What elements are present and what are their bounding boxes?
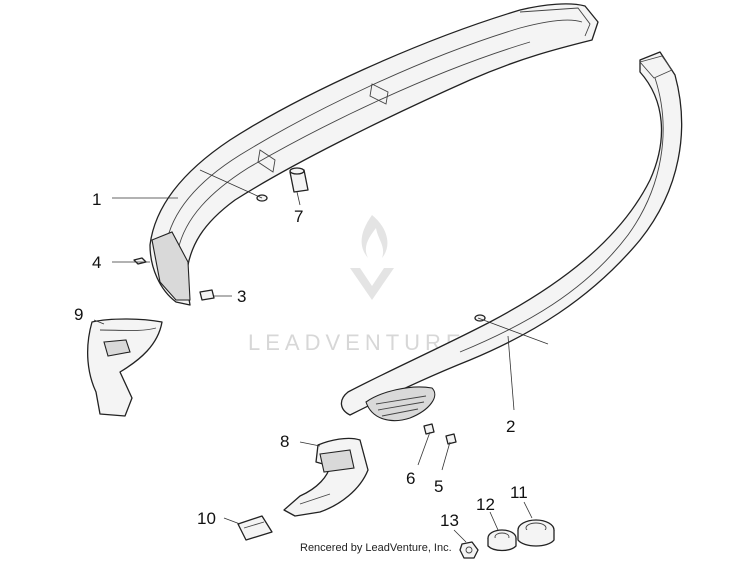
part-2-right-side-panel [340,51,683,422]
callout-2: 2 [506,417,515,436]
part-10-pad [237,515,273,541]
render-credit: Rencered by LeadVenture, Inc. [300,542,452,554]
callout-3: 3 [237,287,246,306]
part-6-clip-nut [423,423,435,435]
callout-12: 12 [476,495,495,514]
part-9-front-bracket [87,318,163,417]
part-11-grommet [517,519,555,547]
part-7-spacer [289,167,309,193]
part-1-left-side-panel [149,3,599,306]
part-3-clip [199,289,215,301]
callout-10: 10 [197,509,216,528]
callout-9: 9 [74,305,83,324]
callout-13: 13 [440,511,459,530]
watermark-brand-text: LEADVENTURE [248,330,466,355]
part-5-screw [445,433,457,445]
callout-11: 11 [510,483,528,502]
callout-7: 7 [294,207,303,226]
leader-lines [93,169,549,543]
callout-5: 5 [434,477,443,496]
callout-8: 8 [280,432,289,451]
part-13-nut [459,541,479,559]
callout-1: 1 [92,190,101,209]
flame-v-logo-icon [350,215,394,300]
callout-labels: 1 4 3 7 9 2 8 10 6 5 11 12 13 [74,190,528,530]
callout-4: 4 [92,253,101,272]
part-4-screw [133,257,147,265]
leadventure-watermark: LEADVENTURE [248,215,466,355]
callout-6: 6 [406,469,415,488]
part-8-lower-bracket [283,437,369,517]
part-12-grommet [487,529,517,552]
